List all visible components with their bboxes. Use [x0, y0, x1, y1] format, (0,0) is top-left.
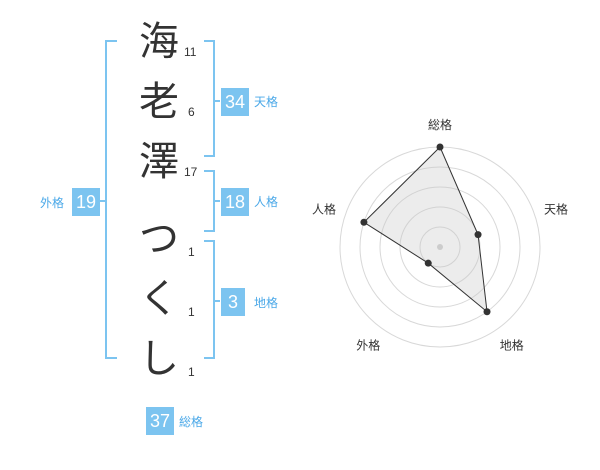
gaikaku-bracket [100, 40, 117, 359]
radar-axis-label-2: 天格 [544, 201, 568, 216]
name-char-4: つ [139, 216, 179, 262]
stroke-count-6: 1 [188, 365, 195, 379]
stroke-count-2: 6 [188, 105, 195, 119]
tenkaku-bracket [204, 40, 220, 157]
radar-axis-label-3: 地格 [500, 338, 524, 353]
tenkaku-label: 天格 [254, 95, 279, 109]
jinkaku-value-badge: 18 [221, 188, 249, 216]
radar-ring-4 [359, 166, 521, 328]
gaikaku-value-badge: 19 [72, 188, 100, 216]
stroke-count-1: 11 [184, 45, 197, 59]
gaikaku-label: 外格 [40, 196, 65, 210]
radar-axis-label-4: 外格 [356, 338, 380, 353]
stroke-count-3: 17 [184, 165, 198, 179]
radar-axis-label-1: 総格 [428, 117, 452, 132]
chikaku-value-badge: 3 [221, 288, 245, 316]
soukaku-label: 総格 [179, 415, 204, 429]
radar-ring-2 [399, 206, 481, 288]
stroke-count-5: 1 [188, 305, 195, 319]
radar-point-4 [424, 259, 432, 267]
radar-point-5 [360, 218, 368, 226]
radar-point-2 [474, 231, 482, 239]
name-char-2: 老 [139, 79, 179, 125]
radar-ring-1 [419, 226, 461, 268]
radar-area [363, 146, 488, 313]
chikaku-label: 地格 [254, 296, 279, 310]
name-char-5: く [139, 276, 179, 322]
name-char-1: 海 [139, 19, 179, 65]
radar-point-3 [483, 308, 491, 316]
name-char-3: 澤 [139, 139, 179, 185]
chikaku-bracket [204, 240, 220, 359]
name-char-6: し [139, 336, 179, 382]
radar-point-1 [436, 143, 444, 151]
soukaku-value-badge: 37 [146, 407, 174, 435]
radar-axis-label-5: 人格 [312, 201, 336, 216]
jinkaku-bracket [204, 170, 220, 232]
radar-ring-3 [379, 186, 501, 308]
stroke-count-4: 1 [188, 245, 195, 259]
radar-center-dot [437, 244, 443, 250]
jinkaku-label: 人格 [254, 195, 279, 209]
tenkaku-value-badge: 34 [221, 88, 249, 116]
